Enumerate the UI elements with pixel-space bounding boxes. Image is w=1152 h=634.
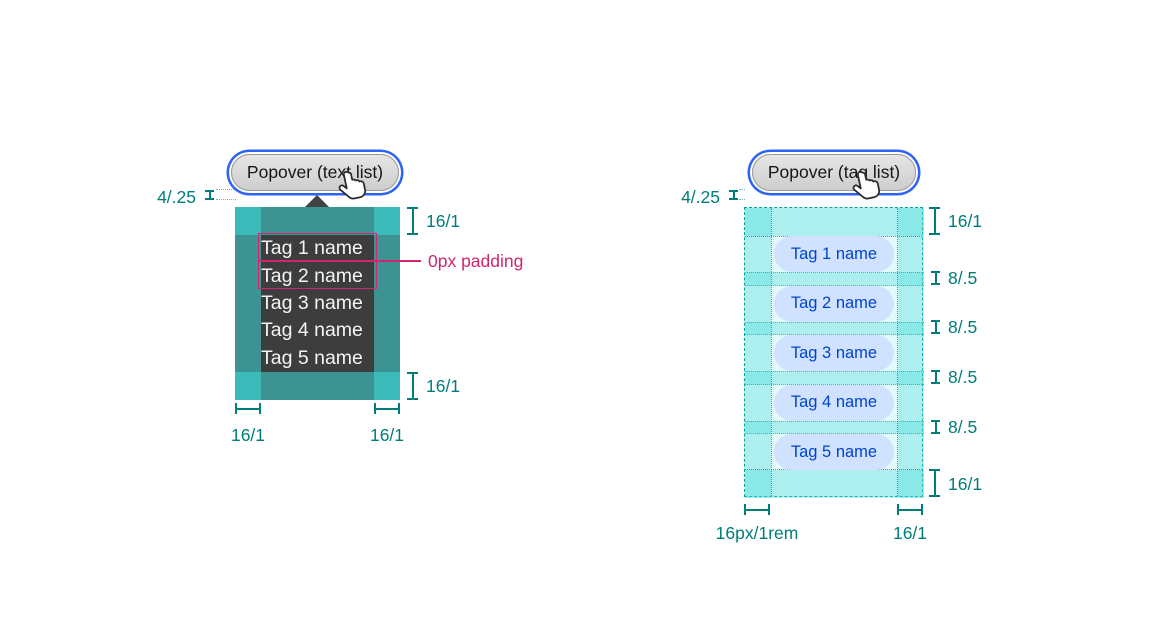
padding-right-mark [897,504,923,515]
tag-gap-mark [931,271,940,285]
gap-measurement-label: 4/.25 [157,187,196,207]
tag-item[interactable]: Tag 5 name [774,434,894,470]
padding-top-mark [407,207,418,235]
tag-gap-label: 8/.5 [948,317,978,337]
tag-gap-mark [931,420,940,434]
padding-right-label: 16/1 [892,523,928,543]
padding-left-label: 16px/1rem [715,523,799,543]
tag-item[interactable]: Tag 1 name [774,236,894,272]
tag-gap-mark [931,370,940,384]
padding-left-spacer [745,208,771,498]
zero-padding-outline [258,261,377,289]
padding-left-spacer [235,207,261,400]
padding-boundary-line [897,208,898,496]
padding-bottom-mark [407,372,418,400]
tag-gap-spacer [745,371,924,385]
padding-left-label: 16/1 [230,425,266,445]
padding-bottom-spacer [745,470,924,498]
padding-boundary-line [771,208,772,496]
padding-bottom-spacer [235,372,400,400]
gap-guide [739,189,745,190]
tag-gap-label: 8/.5 [948,367,978,387]
gap-guide [216,199,236,200]
padding-left-mark [235,403,261,414]
popover-text-list-button[interactable]: Popover (text list) [231,154,399,191]
padding-right-spacer [374,207,400,400]
padding-right-label: 16/1 [369,425,405,445]
padding-bottom-label: 16/1 [948,474,983,494]
tag-item[interactable]: Tag 3 name [774,335,894,371]
cursor-icon [338,170,367,200]
padding-top-spacer [235,207,400,235]
padding-right-spacer [898,208,924,498]
padding-left-mark [744,504,770,515]
padding-right-mark [374,403,400,414]
padding-top-label: 16/1 [426,211,461,231]
text-list-item[interactable]: Tag 3 name [261,292,363,315]
cursor-icon [852,170,881,200]
padding-top-mark [929,207,940,235]
popover-tag-list-button-label: Popover (tag list) [767,162,901,182]
tag-gap-mark [931,320,940,334]
tag-item[interactable]: Tag 2 name [774,285,894,322]
gap-guide [216,189,236,190]
popover-tag-list-button[interactable]: Popover (tag list) [752,154,916,191]
zero-padding-outline [258,233,377,261]
tag-gap-label: 8/.5 [948,417,978,437]
zero-padding-label: 0px padding [428,251,524,271]
text-list: Tag 1 name Tag 2 name Tag 3 name Tag 4 n… [261,235,374,372]
tag-item[interactable]: Tag 4 name [774,384,894,421]
text-list-item[interactable]: Tag 5 name [261,346,363,369]
popover-caret [304,195,330,208]
text-list-item[interactable]: Tag 1 name [261,237,363,260]
padding-top-spacer [745,208,924,236]
popover-text-list: Tag 1 name Tag 2 name Tag 3 name Tag 4 n… [235,207,400,400]
gap-guide [739,199,745,200]
gap-measurement-mark [729,190,738,200]
tag-gap-label: 8/.5 [948,268,978,288]
gap-measurement-mark [205,190,214,200]
text-list-item[interactable]: Tag 4 name [261,319,363,342]
zero-padding-leader-line [377,260,421,262]
tag-gap-spacer [745,272,924,286]
text-list-item[interactable]: Tag 2 name [261,264,363,287]
tag-gap-spacer [745,420,924,434]
padding-bottom-mark [929,469,940,497]
popover-tag-list: Tag 1 name Tag 2 name Tag 3 name Tag 4 n… [744,207,924,498]
padding-bottom-label: 16/1 [426,376,461,396]
gap-measurement-label: 4/.25 [681,187,720,207]
tag-gap-spacer [745,321,924,335]
padding-top-label: 16/1 [948,211,983,231]
